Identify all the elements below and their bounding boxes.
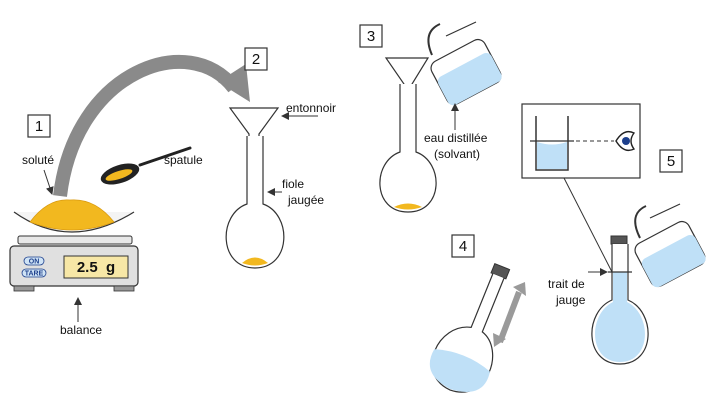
water-label-line1: eau distillée xyxy=(424,131,488,145)
step-4-box: 4 xyxy=(451,234,475,258)
step-2-number: 2 xyxy=(252,51,260,68)
wash-bottle-icon xyxy=(427,21,502,106)
volumetric-flask-icon xyxy=(379,84,437,213)
tare-button[interactable]: TARE xyxy=(21,268,47,278)
step-1-box: 1 xyxy=(27,114,51,138)
on-button-label: ON xyxy=(29,259,40,266)
step-5-number: 5 xyxy=(667,153,675,170)
step-4-number: 4 xyxy=(459,238,467,255)
spatula-icon xyxy=(100,146,192,185)
solute-label: soluté xyxy=(22,153,54,167)
eye-icon xyxy=(615,130,636,152)
mark-label-line1: trait de xyxy=(548,277,585,291)
step-3-box: 3 xyxy=(359,24,383,48)
balance-display-value: 2.5 g xyxy=(77,259,115,276)
shake-arrow xyxy=(493,282,526,347)
water-label-line2: (solvant) xyxy=(434,147,480,161)
funnel-label: entonnoir xyxy=(286,101,336,115)
wash-bottle-icon xyxy=(634,203,706,288)
volumetric-flask-icon xyxy=(591,235,649,365)
flask-label-line1: fiole xyxy=(282,177,304,191)
balance-label: balance xyxy=(60,323,102,337)
step-1-number: 1 xyxy=(35,118,43,135)
balance-display: 2.5 g xyxy=(63,255,129,279)
volumetric-flask-icon xyxy=(225,136,285,269)
solute-pile xyxy=(29,199,115,231)
transfer-arrow xyxy=(53,55,250,197)
spatula-label: spatule xyxy=(164,153,203,167)
flask-label-line2: jaugée xyxy=(287,193,324,207)
step-2-box: 2 xyxy=(244,47,268,71)
mark-label-line2: jauge xyxy=(555,293,586,307)
step-5-box: 5 xyxy=(659,149,683,173)
step-3-number: 3 xyxy=(367,28,375,45)
on-button[interactable]: ON xyxy=(23,256,45,266)
tilted-flask-icon xyxy=(429,262,511,393)
inset-connector-line xyxy=(563,177,613,273)
solute-pointer-arrow xyxy=(43,169,54,195)
tare-button-label: TARE xyxy=(25,271,44,278)
